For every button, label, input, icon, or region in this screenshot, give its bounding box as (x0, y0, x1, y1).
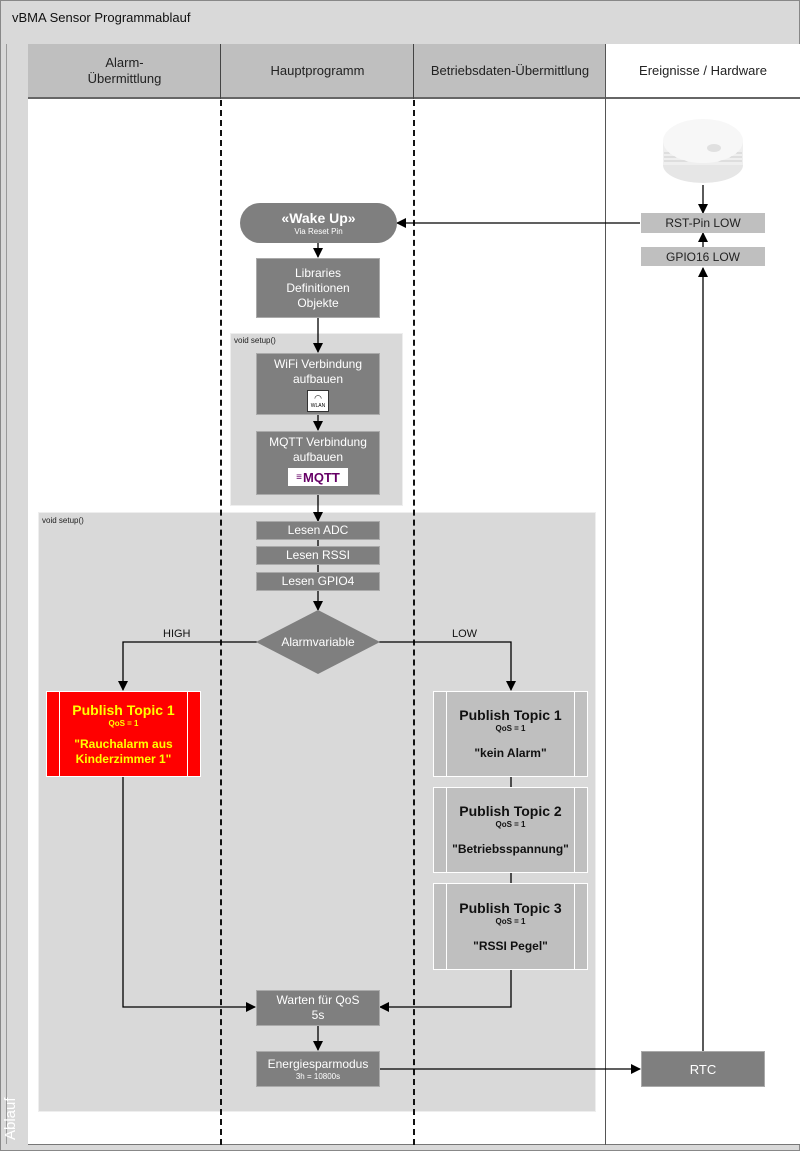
side-band (6, 44, 28, 1144)
publish-data-topic-1: Publish Topic 1 QoS = 1 "kein Alarm" (433, 691, 588, 777)
lane-header-main: Hauptprogramm (221, 44, 414, 99)
diagram-title: vBMA Sensor Programmablauf (12, 10, 191, 25)
publish-topic-1-title: Publish Topic 1 (459, 707, 562, 723)
wifi-label: WiFi Verbindung aufbauen (273, 357, 363, 386)
publish-topic-2-message: "Betriebsspannung" (452, 842, 569, 856)
publish-topic-1-qos: QoS = 1 (495, 724, 526, 733)
wifi-box: WiFi Verbindung aufbauen ◠ WLAN (256, 353, 380, 415)
lane-divider-top-2 (413, 44, 414, 99)
mqtt-label: MQTT Verbindung aufbauen (269, 435, 367, 464)
libraries-box: Libraries Definitionen Objekte (256, 258, 380, 318)
wlan-icon: ◠ WLAN (307, 390, 329, 412)
publish-alarm-message: "Rauchalarm aus Kinderzimmer 1" (74, 736, 173, 766)
publish-alarm-topic: Publish Topic 1 QoS = 1 "Rauchalarm aus … (46, 691, 201, 777)
rtc-box: RTC (641, 1051, 765, 1087)
wait-qos-box: Warten für QoS 5s (256, 990, 380, 1026)
wait-qos-title: Warten für QoS (276, 993, 360, 1007)
wake-up-start: «Wake Up» Via Reset Pin (240, 203, 397, 243)
branch-low-label: LOW (452, 628, 478, 640)
wait-qos-subtitle: 5s (311, 1008, 325, 1022)
wake-up-subtitle: Via Reset Pin (294, 226, 343, 236)
lane-divider-1 (220, 100, 222, 1145)
lane-header-hardware: Ereignisse / Hardware (606, 44, 800, 99)
alarm-decision: Alarmvariable (256, 610, 380, 674)
publish-topic-1-message: "kein Alarm" (474, 746, 547, 760)
publish-topic-3-qos: QoS = 1 (495, 916, 526, 926)
lane-divider-2 (413, 100, 415, 1145)
gpio16-low-box: GPIO16 LOW (641, 247, 765, 266)
setup-group-upper-label: void setup() (234, 336, 276, 345)
publish-topic-3-message: "RSSI Pegel" (473, 938, 548, 953)
decision-label: Alarmvariable (281, 635, 355, 649)
read-rssi-box: Lesen RSSI (256, 546, 380, 565)
publish-data-topic-2: Publish Topic 2 QoS = 1 "Betriebsspannun… (433, 787, 588, 873)
read-gpio4-box: Lesen GPIO4 (256, 572, 380, 591)
mqtt-logo-icon: ≡MQTT (288, 468, 348, 486)
publish-alarm-title: Publish Topic 1 (72, 701, 175, 718)
publish-data-topic-3: Publish Topic 3 QoS = 1 "RSSI Pegel" (433, 883, 588, 970)
lane-divider-3 (605, 44, 606, 1145)
publish-alarm-qos: QoS = 1 (108, 718, 139, 728)
publish-topic-2-title: Publish Topic 2 (459, 803, 562, 819)
energy-saving-box: Energiesparmodus 3h = 10800s (256, 1051, 380, 1087)
wake-up-title: «Wake Up» (281, 209, 356, 226)
lane-header-data: Betriebsdaten-Übermittlung (414, 44, 606, 99)
publish-topic-2-qos: QoS = 1 (495, 820, 526, 829)
rst-pin-low-box: RST-Pin LOW (641, 213, 765, 233)
smoke-detector-image (661, 115, 745, 187)
mqtt-box: MQTT Verbindung aufbauen ≡MQTT (256, 431, 380, 495)
setup-group-lower-label: void setup() (42, 516, 84, 525)
energy-saving-title: Energiesparmodus (267, 1056, 369, 1071)
lane-divider-top-1 (220, 44, 221, 99)
side-label: Ablauf (2, 1097, 19, 1140)
lane-header-alarm: Alarm- Übermittlung (28, 44, 221, 99)
read-adc-box: Lesen ADC (256, 521, 380, 540)
branch-high-label: HIGH (163, 628, 191, 640)
energy-saving-subtitle: 3h = 10800s (295, 1071, 341, 1081)
publish-topic-3-title: Publish Topic 3 (459, 899, 562, 916)
